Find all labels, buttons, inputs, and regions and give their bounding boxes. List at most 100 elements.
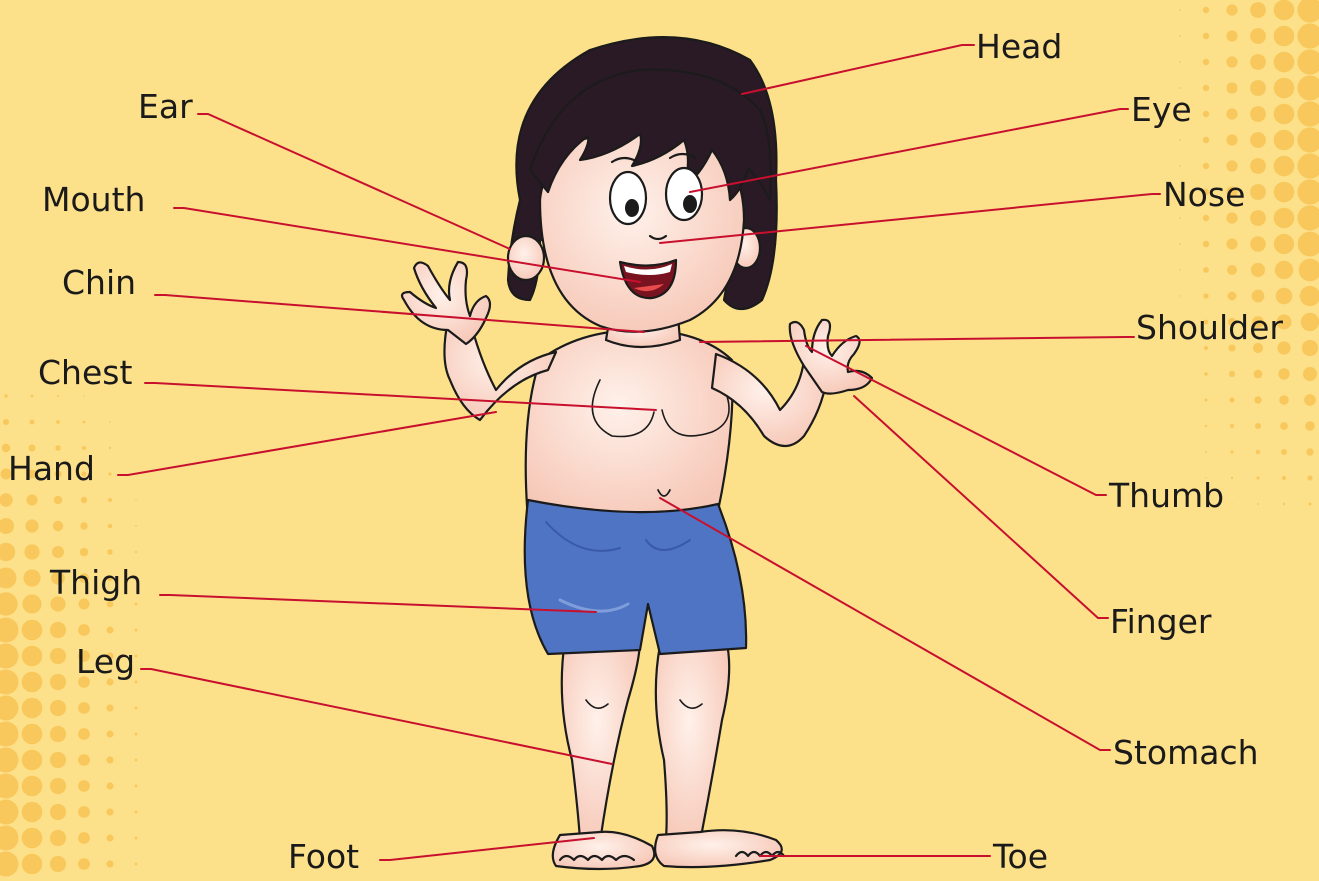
decorative-dot	[31, 395, 34, 398]
decorative-dot	[1203, 293, 1208, 298]
decorative-dot	[22, 776, 43, 797]
decorative-dot	[1298, 232, 1319, 257]
decorative-dot	[1250, 106, 1266, 122]
decorative-dot	[1254, 396, 1261, 403]
label-thumb: Thumb	[1109, 479, 1224, 512]
decorative-dot	[1204, 372, 1208, 376]
decorative-dot	[83, 421, 86, 424]
decorative-dot	[135, 785, 138, 788]
leader-line-thumb	[806, 346, 1106, 495]
decorative-dot	[1250, 80, 1266, 96]
decorative-dot	[1250, 210, 1266, 226]
decorative-dot	[1229, 397, 1234, 402]
decorative-dot	[1227, 265, 1237, 275]
decorative-dot	[78, 806, 90, 818]
decorative-dot	[0, 592, 18, 615]
left-ear	[508, 236, 544, 280]
torso	[526, 330, 733, 520]
decorative-dot	[50, 830, 66, 846]
decorative-dot	[1250, 158, 1266, 174]
decorative-dot	[1254, 370, 1263, 379]
decorative-dot	[1203, 111, 1209, 117]
decorative-dot	[1226, 4, 1237, 15]
decorative-dot	[4, 394, 7, 397]
label-chest: Chest	[38, 356, 132, 389]
decorative-dot	[135, 707, 138, 710]
left-foot	[553, 832, 654, 869]
decorative-dot	[1274, 156, 1295, 177]
label-chin: Chin	[62, 266, 136, 299]
decorative-dot	[1297, 101, 1319, 126]
decorative-dot	[1250, 28, 1266, 44]
decorative-dot	[1179, 35, 1181, 37]
decorative-dot	[50, 752, 66, 768]
decorative-dot	[1226, 160, 1237, 171]
decorative-dot	[106, 834, 113, 841]
decorative-dot	[22, 854, 43, 875]
decorative-dot	[106, 860, 113, 867]
decorative-dot	[1256, 450, 1261, 455]
decorative-dot	[1203, 7, 1209, 13]
decorative-dot	[1297, 127, 1319, 152]
decorative-dot	[1203, 33, 1209, 39]
decorative-dot	[106, 782, 113, 789]
decorative-dot	[3, 419, 9, 425]
label-foot: Foot	[288, 840, 359, 873]
decorative-dot	[1179, 139, 1181, 141]
decorative-dot	[78, 858, 90, 870]
decorative-dot	[1274, 130, 1295, 151]
decorative-dot	[135, 733, 138, 736]
decorative-dot	[1274, 0, 1295, 20]
decorative-dot	[0, 543, 15, 561]
decorative-dot	[109, 447, 111, 449]
label-eye: Eye	[1131, 93, 1192, 126]
decorative-dot	[52, 546, 64, 558]
label-ear: Ear	[138, 90, 193, 123]
decorative-dot	[1252, 290, 1265, 303]
decorative-dot	[1274, 182, 1295, 203]
child-illustration	[402, 37, 872, 869]
decorative-dot	[135, 811, 138, 814]
decorative-dot	[50, 778, 66, 794]
decorative-dot	[1278, 368, 1289, 379]
label-hand: Hand	[8, 452, 95, 485]
decorative-dot	[22, 750, 43, 771]
decorative-dot	[1301, 313, 1319, 331]
decorative-dot	[135, 603, 138, 606]
decorative-dot	[22, 724, 43, 745]
decorative-dot	[1307, 475, 1312, 480]
decorative-dot	[0, 852, 19, 877]
decorative-dot	[25, 519, 38, 532]
leader-line-ear	[198, 114, 510, 249]
decorative-dot	[135, 629, 138, 632]
decorative-dot	[1203, 215, 1209, 221]
decorative-dot	[1274, 78, 1295, 99]
decorative-dot	[1179, 87, 1181, 89]
decorative-dot	[78, 754, 90, 766]
decorative-dot	[1274, 104, 1295, 125]
decorative-dot	[1203, 163, 1209, 169]
decorative-dot	[80, 548, 89, 557]
decorative-dot	[22, 828, 43, 849]
decorative-dot	[1179, 9, 1181, 11]
decorative-dot	[81, 497, 87, 503]
left-leg	[562, 640, 640, 842]
leader-line-finger	[854, 396, 1108, 618]
decorative-dot	[135, 759, 138, 762]
right-eye	[666, 168, 702, 220]
decorative-dot	[1279, 395, 1289, 405]
decorative-dot	[54, 496, 63, 505]
decorative-dot	[1255, 423, 1261, 429]
decorative-dot	[0, 722, 19, 747]
decorative-dot	[0, 826, 19, 851]
decorative-dot	[135, 551, 137, 553]
decorative-dot	[135, 681, 138, 684]
decorative-dot	[1228, 292, 1237, 301]
decorative-dot	[1300, 286, 1319, 306]
label-stomach: Stomach	[1113, 736, 1259, 769]
leader-line-leg	[141, 669, 612, 764]
decorative-dot	[50, 648, 66, 664]
decorative-dot	[22, 698, 43, 719]
decorative-dot	[1226, 56, 1237, 67]
